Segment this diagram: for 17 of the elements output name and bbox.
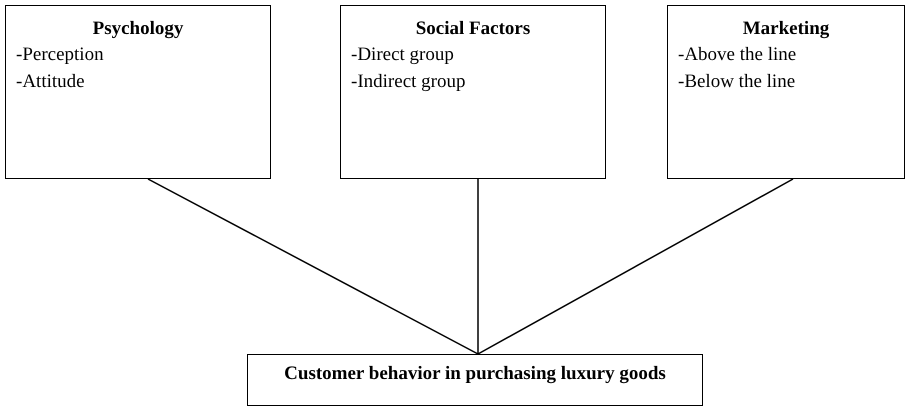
box-heading: Customer behavior in purchasing luxury goods <box>283 363 667 386</box>
factor-box <box>340 5 606 179</box>
list-item: -Below the line <box>678 70 796 94</box>
list-item: -Above the line <box>678 42 798 67</box>
box-heading: Psychology <box>92 18 184 41</box>
connector-line <box>478 178 794 355</box>
connector-line <box>477 179 479 354</box>
factor-box <box>667 5 905 179</box>
list-item: -Indirect group <box>351 70 466 94</box>
box-heading: Marketing <box>742 18 830 41</box>
outcome-box <box>247 354 703 406</box>
list-item: -Direct group <box>351 42 455 67</box>
connector-line <box>148 178 478 355</box>
list-item: -Attitude <box>16 70 86 94</box>
list-item: -Perception <box>16 42 105 67</box>
factor-box <box>5 5 271 179</box>
box-heading: Social Factors <box>414 18 532 41</box>
